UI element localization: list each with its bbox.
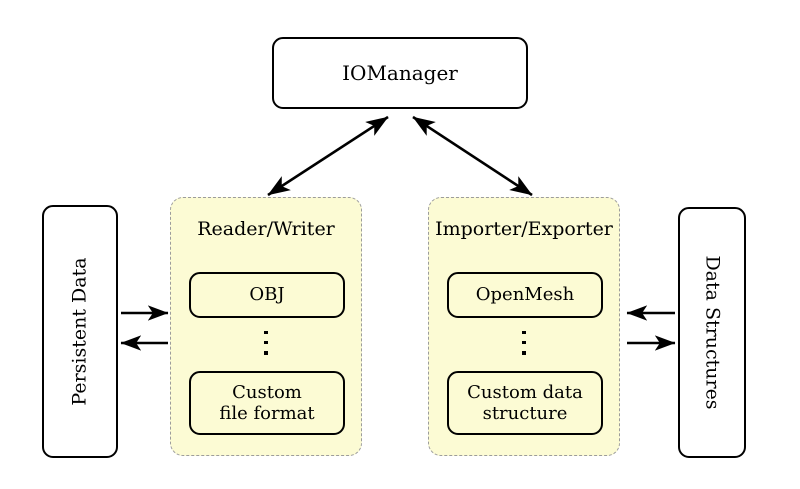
ellipsis-dot [522, 351, 526, 355]
line-2: structure [482, 403, 568, 424]
connector-iomanager-importer-exporter [412, 115, 533, 197]
ellipsis-dot [522, 341, 526, 345]
reader-writer-item-obj: OBJ [189, 272, 345, 318]
reader-writer-ellipsis-icon [171, 331, 361, 355]
reader-writer-item-custom-file-format: Custom file format [189, 371, 345, 435]
ellipsis-dot [264, 331, 268, 335]
ellipsis-dot [264, 351, 268, 355]
reader-writer-panel: Reader/Writer OBJ Custom file format [170, 197, 362, 456]
importer-exporter-item-custom-data-structure: Custom data structure [447, 371, 603, 435]
reader-writer-item-obj-label: OBJ [249, 284, 285, 306]
importer-exporter-item-openmesh-label: OpenMesh [475, 284, 575, 306]
iomanager-label: IOManager [342, 61, 458, 85]
connector-iomanager-reader-writer [267, 115, 389, 197]
data-structures-label: Data Structures [701, 255, 724, 410]
ellipsis-dot [264, 341, 268, 345]
line-2: file format [219, 403, 315, 424]
persistent-data-box: Persistent Data [42, 205, 118, 458]
iomanager-box: IOManager [272, 37, 528, 109]
ellipsis-dot [522, 331, 526, 335]
importer-exporter-panel: Importer/Exporter OpenMesh Custom data s… [428, 197, 620, 456]
importer-exporter-item-custom-data-structure-label: Custom data structure [467, 382, 583, 424]
data-structures-box: Data Structures [678, 207, 746, 458]
reader-writer-panel-title: Reader/Writer [197, 218, 335, 240]
reader-writer-item-custom-file-format-label: Custom file format [219, 382, 314, 424]
importer-exporter-item-openmesh: OpenMesh [447, 272, 603, 318]
persistent-data-label: Persistent Data [68, 257, 91, 406]
line-1: Custom data [467, 381, 583, 403]
importer-exporter-ellipsis-icon [429, 331, 619, 355]
importer-exporter-panel-title: Importer/Exporter [435, 218, 613, 240]
line-1: Custom [232, 381, 302, 403]
